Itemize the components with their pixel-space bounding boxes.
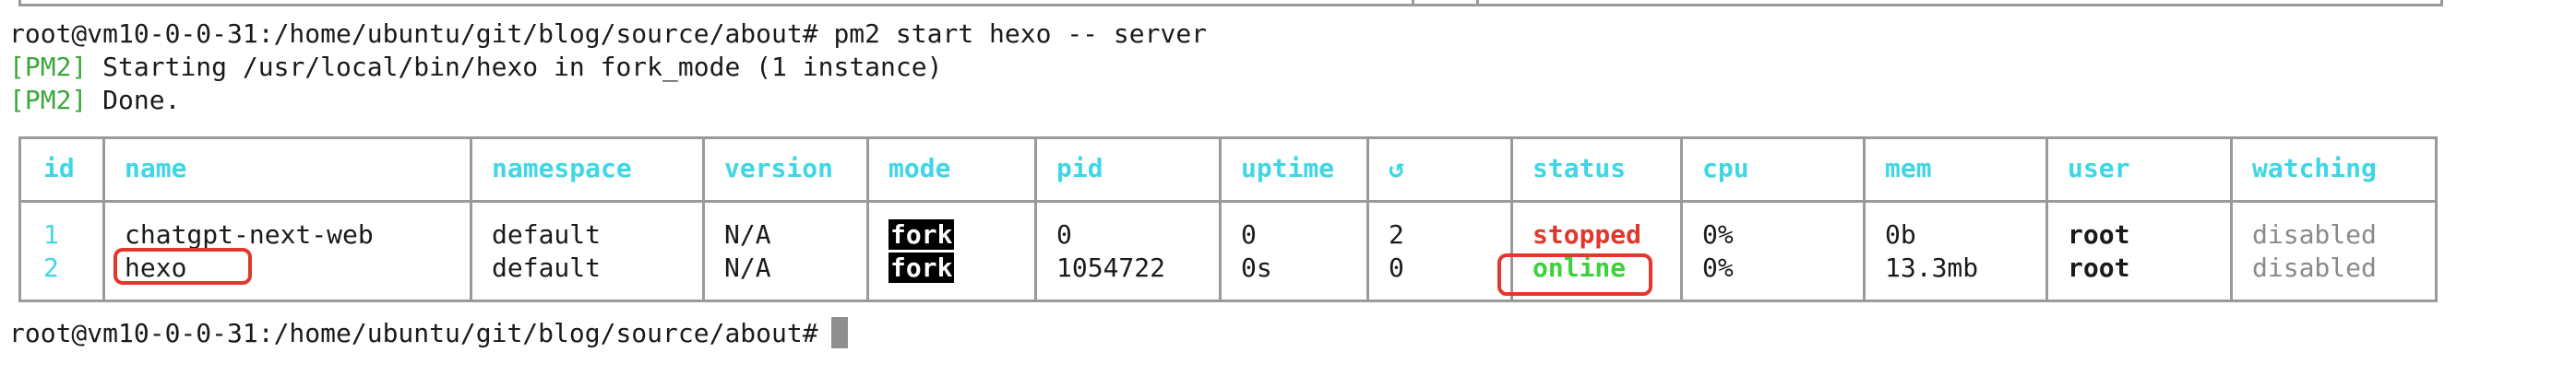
cell-restarts: 2 <box>1389 219 1404 250</box>
cell-mode: fork <box>888 218 955 252</box>
header-watching: watching <box>2252 153 2377 183</box>
output-text: Done. <box>102 85 181 115</box>
header-mode: mode <box>888 153 951 183</box>
header-id: id <box>43 153 75 183</box>
cell-namespace: default <box>492 253 602 283</box>
cell-watching: disabled <box>2252 253 2377 283</box>
highlight-annotation-status <box>1497 253 1652 296</box>
cell-version: N/A <box>724 253 771 283</box>
column-divider <box>702 139 705 300</box>
cell-namespace: default <box>492 219 602 250</box>
output-line: [PM2] Done. <box>9 84 180 117</box>
prompt: root@vm10-0-0-31:/home/ubuntu/git/blog/s… <box>9 318 818 348</box>
cell-status: online <box>1532 253 1627 283</box>
mode-badge: fork <box>888 253 955 283</box>
column-divider <box>470 139 472 300</box>
cell-name: hexo <box>125 253 187 283</box>
header-namespace: namespace <box>492 153 632 183</box>
cell-user: root <box>2068 219 2130 250</box>
output-text: Starting /usr/local/bin/hexo in fork_mod… <box>102 52 943 82</box>
cell-pid: 1054722 <box>1056 253 1166 283</box>
column-divider <box>102 139 105 300</box>
table-header-separator <box>21 200 2435 203</box>
cell-mem: 0b <box>1885 219 1916 250</box>
header-restarts-icon: ↺ <box>1389 153 1404 183</box>
column-divider <box>1863 139 1866 300</box>
cell-uptime: 0s <box>1241 253 1272 283</box>
cell-mem: 13.3mb <box>1885 253 1979 283</box>
column-divider <box>1680 139 1683 300</box>
final-prompt-line[interactable]: root@vm10-0-0-31:/home/ubuntu/git/blog/s… <box>9 317 848 350</box>
output-line: [PM2] Starting /usr/local/bin/hexo in fo… <box>9 51 942 84</box>
header-status: status <box>1532 153 1627 183</box>
cell-cpu: 0% <box>1702 219 1734 250</box>
previous-table-divider <box>1476 0 1479 4</box>
cell-status: stopped <box>1532 219 1642 250</box>
command-text: pm2 start hexo -- server <box>833 18 1208 49</box>
column-divider <box>1366 139 1369 300</box>
column-divider <box>1034 139 1037 300</box>
previous-table-divider <box>1412 0 1414 4</box>
command-line: root@vm10-0-0-31:/home/ubuntu/git/blog/s… <box>9 18 1207 51</box>
cell-pid: 0 <box>1056 219 1072 250</box>
column-divider <box>1219 139 1222 300</box>
cell-user: root <box>2068 253 2130 283</box>
header-cpu: cpu <box>1702 153 1749 183</box>
mode-badge: fork <box>888 219 955 250</box>
header-pid: pid <box>1056 153 1103 183</box>
cell-mode: fork <box>888 252 955 285</box>
header-mem: mem <box>1885 153 1932 183</box>
column-divider <box>2230 139 2233 300</box>
previous-table-border <box>18 0 2443 6</box>
highlight-annotation-name <box>113 248 252 285</box>
cell-version: N/A <box>724 219 771 250</box>
column-divider <box>866 139 869 300</box>
cell-name: chatgpt-next-web <box>125 219 374 250</box>
header-user: user <box>2068 153 2130 183</box>
cell-restarts: 0 <box>1389 253 1404 283</box>
cell-id: 1 <box>43 219 59 250</box>
header-version: version <box>724 153 834 183</box>
pm2-tag: [PM2] <box>9 85 88 115</box>
cell-watching: disabled <box>2252 219 2377 250</box>
pm2-tag: [PM2] <box>9 52 88 82</box>
cell-uptime: 0 <box>1241 219 1257 250</box>
prompt: root@vm10-0-0-31:/home/ubuntu/git/blog/s… <box>9 18 818 49</box>
cell-id: 2 <box>43 253 59 283</box>
cell-cpu: 0% <box>1702 253 1734 283</box>
pm2-process-table: id name namespace version mode pid uptim… <box>18 136 2438 302</box>
terminal-cursor <box>830 317 848 348</box>
column-divider <box>1510 139 1513 300</box>
header-uptime: uptime <box>1241 153 1335 183</box>
column-divider <box>2045 139 2048 300</box>
header-name: name <box>125 153 187 183</box>
